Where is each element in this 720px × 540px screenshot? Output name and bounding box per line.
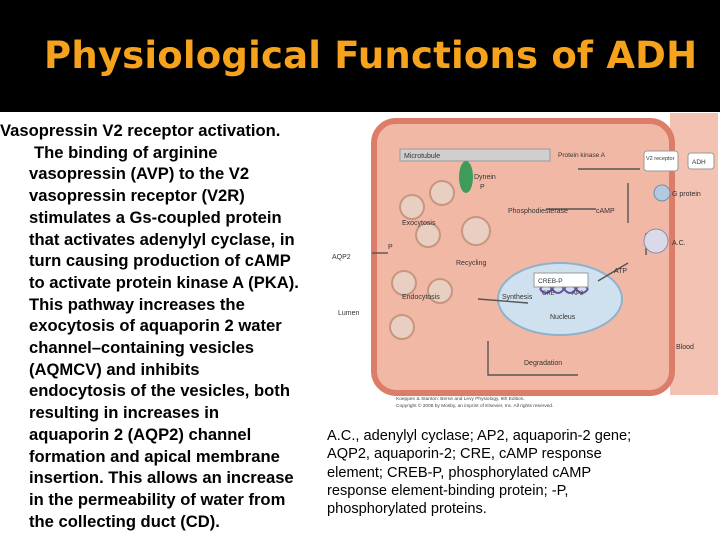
body-line: vasopressin receptor (V2R): [29, 186, 245, 206]
body-line: channel–containing vesicles: [29, 338, 255, 358]
caption-line: response element-binding protein; -P,: [327, 482, 569, 499]
body-line: insertion. This allows an increase: [29, 468, 294, 488]
label-creb-p: CREB-P: [538, 278, 563, 285]
label-ap2: AP2: [572, 291, 584, 297]
caption-line: AQP2, aquaporin-2; CRE, cAMP response: [327, 446, 602, 463]
label-endocytosis: Endocytosis: [402, 294, 440, 301]
label-p: P: [480, 184, 485, 191]
vesicles: [389, 180, 491, 340]
lumen-field: [328, 113, 376, 395]
body-line: the collecting duct (CD).: [29, 511, 220, 531]
v2-receptor-box: [643, 150, 679, 172]
label-protein-kinase-a: Protein kinase A: [558, 152, 606, 159]
caption-line: phosphorylated proteins.: [327, 501, 487, 518]
adh-pathway-figure: Microtubule Dynein P Exocytosis AQP2 P R…: [328, 113, 718, 414]
body-line: that activates adenylyl cyclase, in: [29, 229, 295, 249]
body-line: The binding of arginine: [34, 142, 218, 162]
body-line: to activate protein kinase A (PKA).: [29, 272, 299, 292]
nucleus: [497, 262, 623, 336]
caption-line: element; CREB-P, phosphorylated cAMP: [327, 464, 592, 481]
label-recycling: Recycling: [456, 260, 486, 267]
body-text: Vasopressin V2 receptor activation. The …: [0, 120, 322, 532]
body-line: vasopressin (AVP) to the V2: [29, 164, 250, 184]
microtubule-bar: [399, 148, 551, 162]
body-line: resulting in increases in: [29, 403, 219, 423]
label-synthesis: Synthesis: [502, 294, 533, 301]
figure-credit-2: Copyright © 2008 by Mosby, an imprint of…: [396, 402, 553, 409]
label-dynein: Dynein: [474, 174, 496, 181]
dynein-motor: [459, 161, 473, 193]
slide-title: Physiological Functions of ADH: [44, 34, 698, 77]
body-line: formation and apical membrane: [29, 446, 280, 466]
label-p-membrane: P: [388, 244, 393, 251]
adenylyl-cyclase-shape: [643, 228, 669, 254]
body-line: This pathway increases the: [29, 294, 245, 314]
vesicle: [429, 180, 455, 206]
vesicle: [415, 222, 441, 248]
body-line: exocytosis of aquaporin 2 water: [29, 316, 282, 336]
body-line: (AQMCV) and inhibits: [29, 359, 200, 379]
label-microtubule: Microtubule: [404, 153, 440, 160]
body-line: turn causing production of cAMP: [29, 251, 291, 271]
g-protein-shape: [653, 184, 671, 202]
label-lumen: Lumen: [338, 310, 360, 317]
collecting-duct-cell: [371, 118, 675, 396]
body-line: aquaporin 2 (AQP2) channel: [29, 424, 252, 444]
pathway-diagram: Microtubule Dynein P Exocytosis AQP2 P R…: [328, 113, 718, 414]
adh-box: [687, 152, 715, 170]
label-phosphodiesterase: Phosphodiesterase: [508, 208, 568, 215]
body-line: endocytosis of the vesicles, both: [29, 381, 290, 401]
caption-line: A.C., adenylyl cyclase; AP2, aquaporin-2…: [327, 428, 632, 444]
label-blood: Blood: [676, 344, 694, 351]
label-cre: CRE: [542, 291, 555, 297]
label-aqp2: AQP2: [332, 254, 351, 261]
label-adh: ADH: [692, 159, 706, 166]
creb-box: [533, 272, 589, 288]
label-exocytosis: Exocytosis: [402, 220, 436, 227]
label-camp: cAMP: [596, 208, 615, 215]
label-ac: A.C.: [672, 240, 686, 247]
vesicle: [461, 216, 491, 246]
figure-caption: A.C., adenylyl cyclase; AP2, aquaporin-2…: [327, 427, 720, 518]
label-g-protein: G protein: [672, 191, 701, 198]
label-degradation: Degradation: [524, 360, 562, 367]
pathway-arrows: [372, 168, 647, 376]
figure-credit-1: Koeppen & Stanton: Berne and Levy Physio…: [396, 396, 525, 402]
body-line: stimulates a Gs-coupled protein: [29, 207, 282, 227]
title-banner: Physiological Functions of ADH: [0, 0, 720, 112]
label-nucleus: Nucleus: [550, 314, 576, 321]
body-line: in the permeability of water from: [29, 489, 286, 509]
vesicle: [391, 270, 417, 296]
vesicle: [389, 314, 415, 340]
vesicle: [427, 278, 453, 304]
label-atp: ATP: [614, 268, 627, 275]
vesicle: [399, 194, 425, 220]
label-v2-receptor: V2 receptor: [646, 156, 675, 162]
body-line: Vasopressin V2 receptor activation.: [0, 121, 281, 140]
